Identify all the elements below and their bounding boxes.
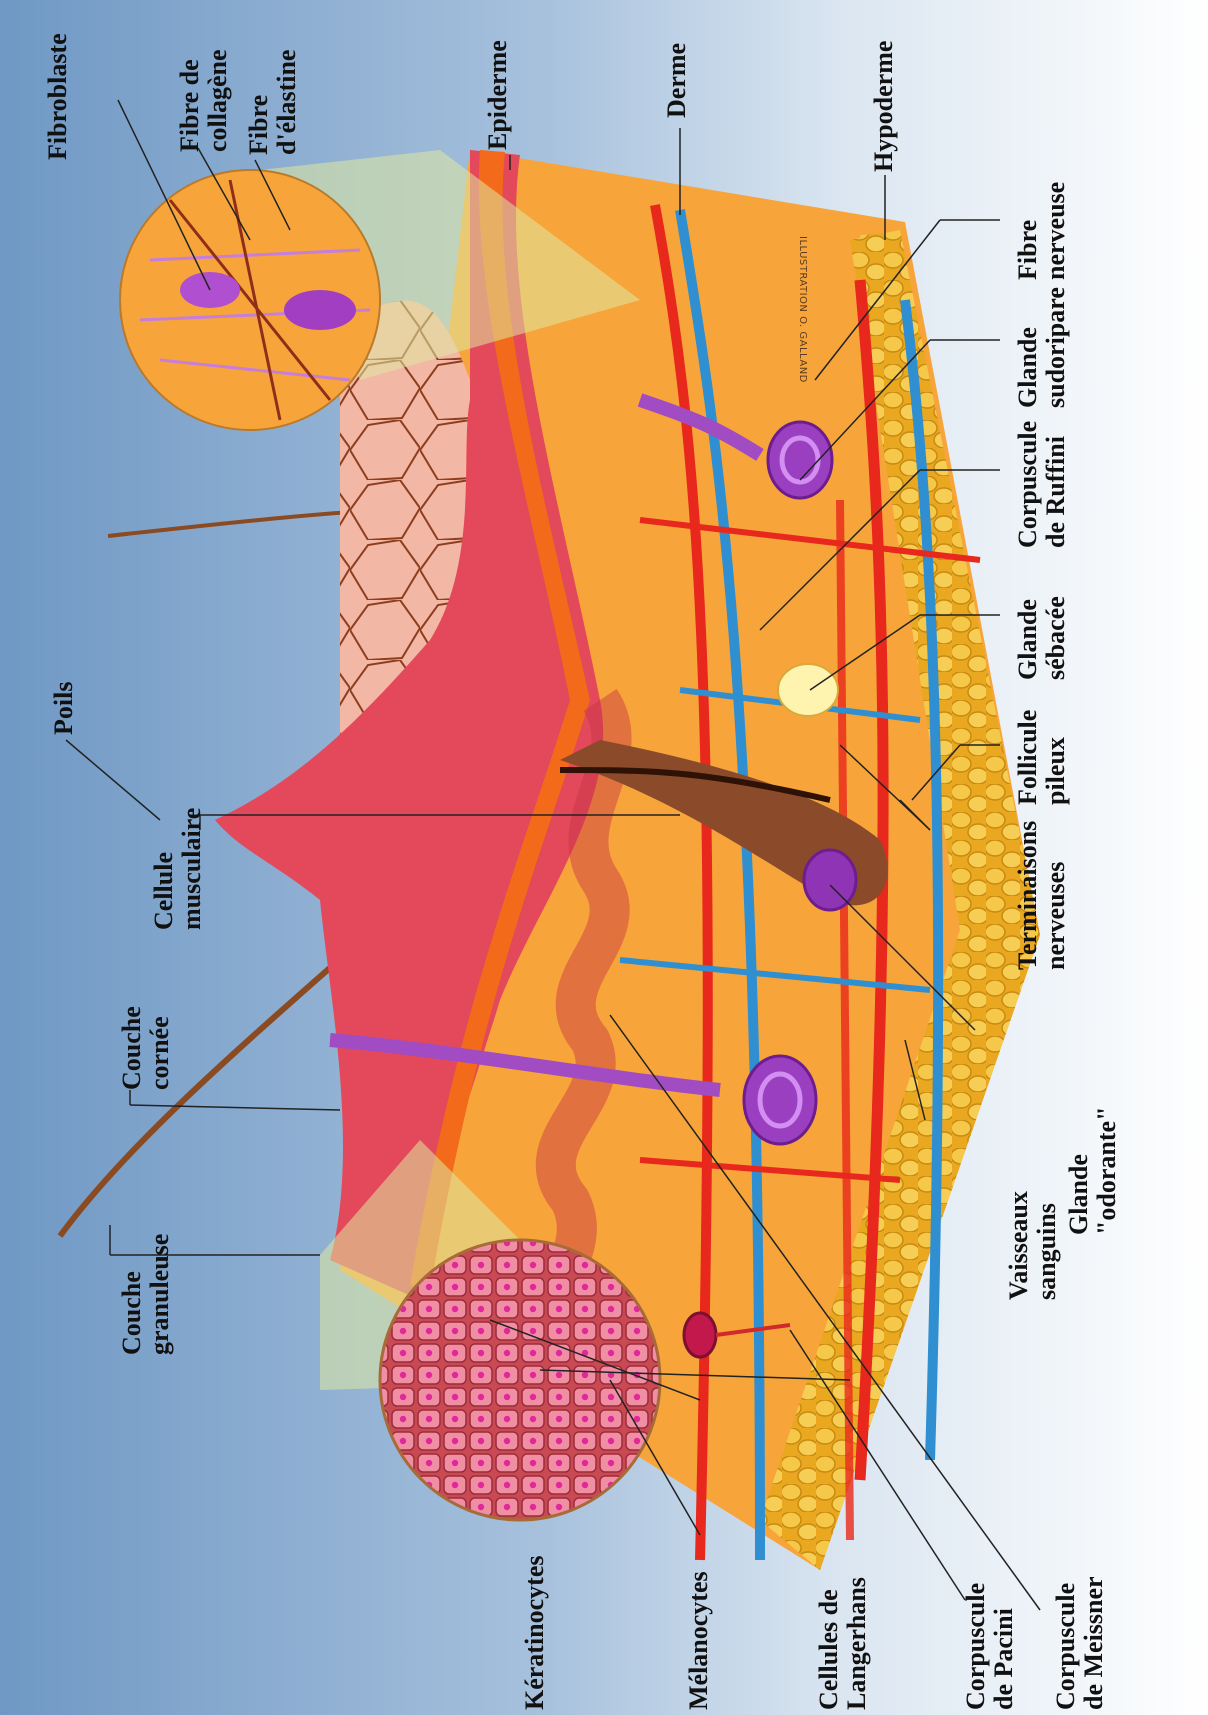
label-melanocytes: Mélanocytes <box>685 1571 713 1710</box>
illustration-credit: ILLUSTRATION O. GALLAND <box>797 236 808 383</box>
label-epiderme: Epiderme <box>484 40 512 150</box>
label-derme: Derme <box>663 43 691 118</box>
label-hypoderme: Hypoderme <box>870 41 898 172</box>
label-fibroblaste: Fibroblaste <box>44 33 72 160</box>
label-glande-odorante: Glande"odorante" <box>1065 1106 1121 1235</box>
label-keratinocytes: Kératinocytes <box>521 1555 549 1710</box>
label-poils: Poils <box>50 682 78 735</box>
